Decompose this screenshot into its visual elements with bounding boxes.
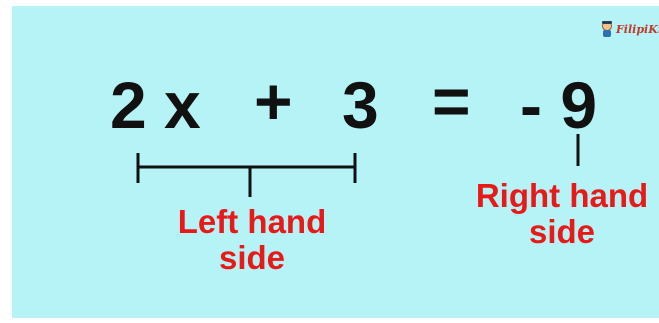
right-label-line-1: Right hand xyxy=(475,177,649,214)
equation: 2 x + 3 = - 9 xyxy=(12,6,659,318)
equation-plus-sign: + xyxy=(254,64,293,138)
equation-coefficient: 2 xyxy=(110,68,147,142)
diagram-panel: FilipiKnow 2 x + 3 = - 9 Left hand side … xyxy=(12,6,659,318)
right-label-line-2: side xyxy=(528,213,596,250)
left-label-line-2: side xyxy=(218,239,286,276)
logo-text: FilipiKnow xyxy=(616,22,659,36)
equation-right-side: - 9 xyxy=(520,68,598,142)
equation-equals-sign: = xyxy=(432,64,471,138)
equation-constant: 3 xyxy=(342,68,379,142)
left-hand-side-label: Left hand side xyxy=(152,204,352,276)
equation-variable: x xyxy=(164,68,201,142)
mascot-icon xyxy=(602,21,612,37)
brand-logo: FilipiKnow xyxy=(600,18,659,40)
bracket-lines xyxy=(136,134,580,197)
left-label-line-1: Left hand xyxy=(177,203,327,240)
right-hand-side-label: Right hand side xyxy=(467,178,657,250)
